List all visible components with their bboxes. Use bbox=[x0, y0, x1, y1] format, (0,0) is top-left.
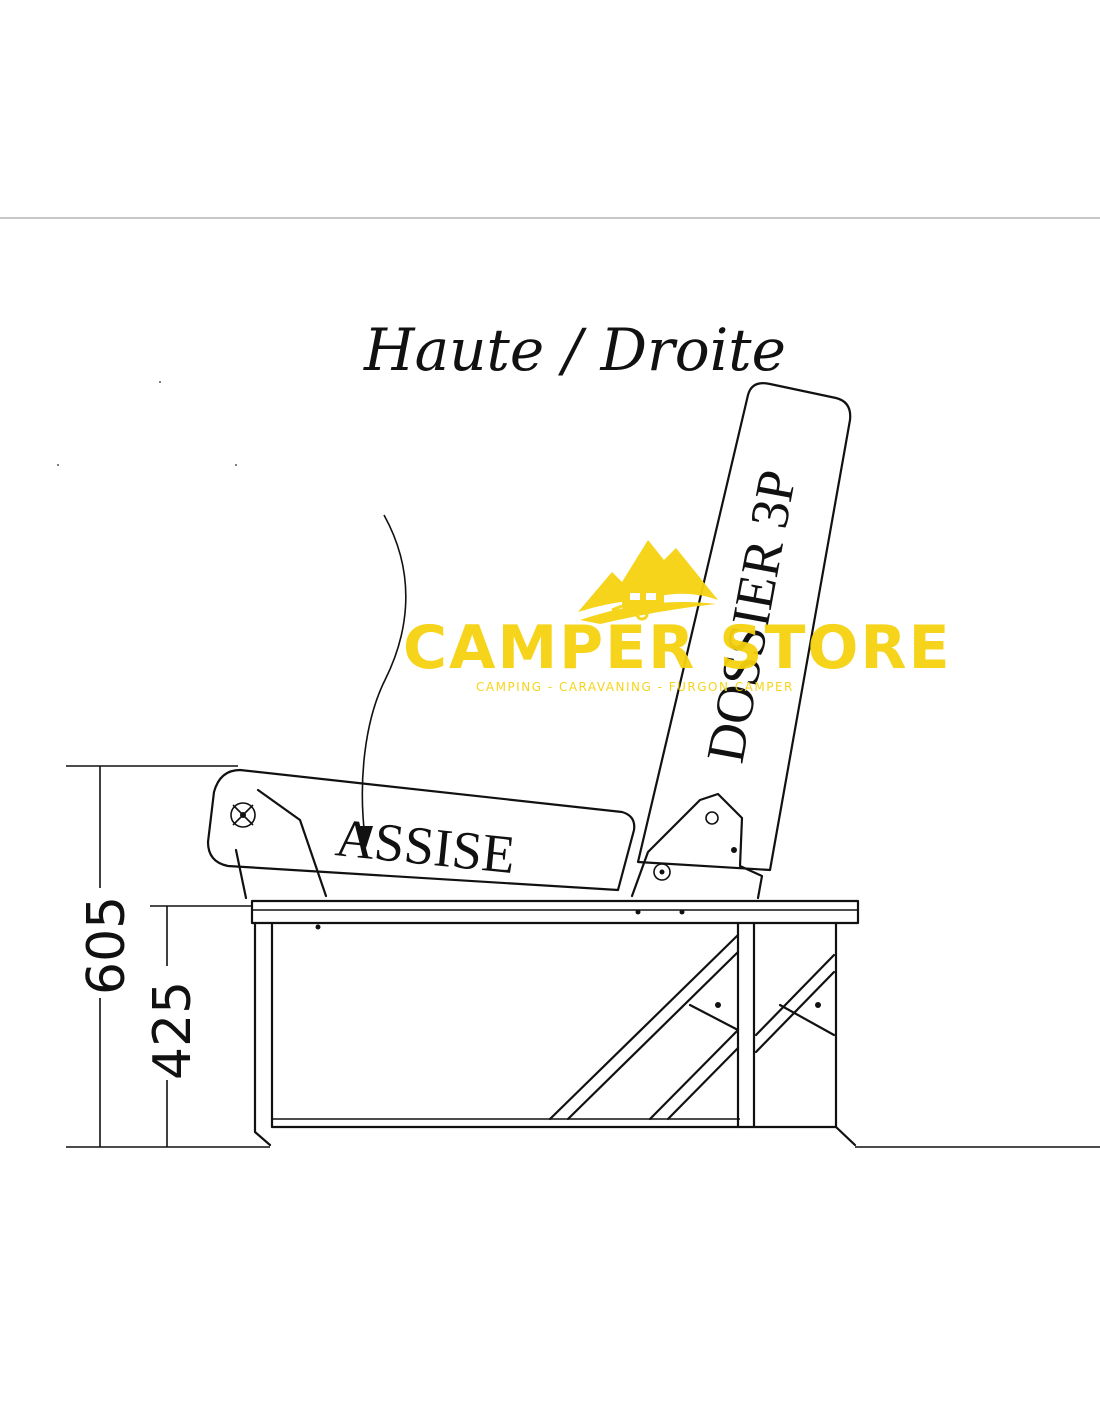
dimension-total-height: 605 bbox=[77, 896, 137, 995]
seat-plank: ASSISE bbox=[206, 768, 636, 900]
bolt-icon bbox=[230, 802, 256, 828]
dimension-lines bbox=[66, 765, 252, 1147]
speck bbox=[235, 464, 237, 466]
pointer-arrow bbox=[357, 514, 407, 848]
base-frame bbox=[250, 899, 860, 1147]
speck bbox=[57, 464, 59, 466]
mountain-icon bbox=[578, 540, 718, 612]
logo-brand: CAMPER STORE bbox=[403, 613, 952, 683]
diagram-title: Haute / Droite bbox=[363, 316, 786, 384]
dimension-base-height: 425 bbox=[143, 981, 203, 1080]
logo-tagline: CAMPING - CARAVANING - FURGON CAMPER bbox=[476, 680, 794, 694]
speck bbox=[159, 381, 161, 383]
camper-store-logo: CAMPER STORE CAMPING - CARAVANING - FURG… bbox=[403, 540, 952, 694]
